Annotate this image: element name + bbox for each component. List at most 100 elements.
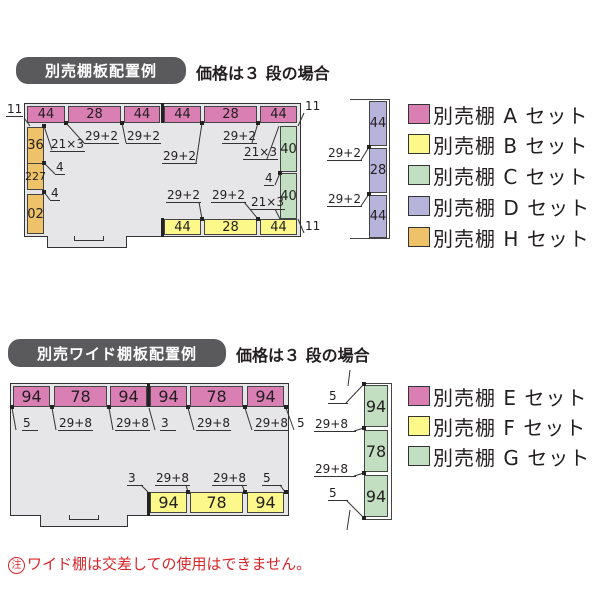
legend-swatch bbox=[408, 446, 430, 466]
shelf-h-left-1: 36 bbox=[27, 127, 44, 164]
dim-label: 29+8 bbox=[196, 416, 231, 431]
dim-label: 5 bbox=[328, 390, 348, 404]
shelf-size: 28 bbox=[222, 219, 239, 235]
dim-label: 29+2 bbox=[222, 129, 257, 144]
legend-label: 別売棚 D セット bbox=[433, 195, 591, 220]
dim-label: 3 bbox=[127, 472, 143, 486]
legend-label: 別売棚 A セット bbox=[433, 103, 589, 128]
shelf-a-top-2: 28 bbox=[68, 106, 121, 123]
shelf-size: 36 bbox=[27, 138, 44, 153]
dim-label: 29+2 bbox=[84, 129, 119, 144]
shelf-size: 44 bbox=[369, 209, 387, 224]
shelf-a-top-5: 28 bbox=[204, 106, 257, 123]
wall-post bbox=[147, 492, 150, 516]
dim-label: 29+2 bbox=[327, 146, 362, 161]
shelf-size: 28 bbox=[369, 163, 387, 178]
section1-title-badge: 別売棚板配置例 bbox=[16, 57, 186, 84]
shelf-b-bottom-3: 44 bbox=[260, 219, 297, 235]
shelf-size: 94 bbox=[255, 493, 276, 512]
legend-item-g: 別売棚 G セット bbox=[408, 444, 591, 470]
side-column-g-wall bbox=[366, 383, 392, 520]
footnote-text: ワイド棚は交差しての使用はできません。 bbox=[27, 555, 312, 573]
shelf-size: 94 bbox=[158, 387, 179, 406]
shelf-d-side-2: 28 bbox=[369, 148, 387, 193]
shelf-size: 44 bbox=[270, 107, 287, 122]
shelf-e-top-2: 78 bbox=[54, 386, 107, 407]
shelf-a-top-4: 44 bbox=[164, 106, 201, 123]
dim-label: 21×3 bbox=[250, 195, 285, 210]
section2-title-badge: 別売ワイド棚板配置例 bbox=[8, 339, 226, 367]
section1-title: 別売棚板配置例 bbox=[44, 62, 157, 80]
shelf-size: 78 bbox=[206, 387, 227, 406]
dim-label: 4 bbox=[55, 160, 65, 175]
section2-subtitle: 価格は３ 段の場合 bbox=[236, 346, 370, 365]
shelf-d-side-1: 44 bbox=[369, 101, 387, 146]
shelf-size: 78 bbox=[70, 387, 91, 406]
dim-label: 4 bbox=[264, 171, 274, 186]
dim-label: 29+8 bbox=[254, 416, 289, 431]
legend-swatch bbox=[408, 134, 430, 154]
dim-label: 5 bbox=[328, 487, 348, 501]
legend-label: 別売棚 G セット bbox=[433, 445, 591, 470]
room1-floor bbox=[24, 103, 301, 237]
room2-door-panel bbox=[69, 515, 99, 520]
shelf-size: 94 bbox=[365, 396, 387, 416]
legend-label: 別売棚 B セット bbox=[433, 133, 589, 158]
dim-label: 29+2 bbox=[126, 129, 161, 144]
shelf-f-bottom-1: 94 bbox=[150, 492, 187, 513]
dim-label: 21×3 bbox=[243, 145, 278, 160]
shelf-g-side-3: 94 bbox=[364, 475, 388, 517]
dim-label: 29+2 bbox=[166, 188, 201, 203]
shelf-size: 02 bbox=[27, 206, 44, 222]
dim-label: 29+2 bbox=[211, 188, 246, 203]
section2-title: 別売ワイド棚板配置例 bbox=[36, 344, 197, 363]
shelf-a-top-3: 44 bbox=[124, 106, 160, 123]
shelf-size: 78 bbox=[206, 493, 227, 512]
side-column-d-wall bbox=[350, 99, 390, 239]
dim-label: 5 bbox=[22, 417, 38, 431]
dim-label: 11 bbox=[305, 219, 321, 233]
dim-label: 29+8 bbox=[212, 471, 247, 486]
legend-swatch bbox=[408, 196, 430, 216]
shelf-size: 40 bbox=[280, 188, 297, 204]
dim-label: 21×3 bbox=[50, 137, 85, 152]
shelf-size: 94 bbox=[21, 387, 42, 406]
shelf-size: 44 bbox=[174, 219, 191, 235]
dim-label: 29+8 bbox=[115, 416, 150, 431]
legend-swatch bbox=[408, 386, 430, 406]
dim-label: 11 bbox=[305, 99, 321, 113]
shelf-d-side-3: 44 bbox=[369, 195, 387, 238]
legend-item-a: 別売棚 A セット bbox=[408, 102, 589, 128]
shelf-size: 44 bbox=[270, 219, 287, 235]
dim-label: 29+8 bbox=[155, 471, 190, 486]
shelf-a-top-6: 44 bbox=[260, 106, 297, 123]
legend-label: 別売棚 C セット bbox=[433, 164, 589, 189]
legend-item-d: 別売棚 D セット bbox=[408, 194, 591, 220]
shelf-f-bottom-3: 94 bbox=[247, 492, 284, 513]
shelf-e-top-6: 94 bbox=[247, 386, 284, 407]
section1-subtitle: 価格は３ 段の場合 bbox=[196, 64, 330, 83]
dim-label: 29+8 bbox=[58, 416, 93, 431]
shelf-size: 227 bbox=[25, 170, 46, 183]
legend-swatch bbox=[408, 104, 430, 124]
shelf-size: 94 bbox=[158, 493, 179, 512]
dim-label: 29+2 bbox=[162, 149, 197, 164]
shelf-c-right-2: 40 bbox=[280, 173, 297, 219]
shelf-f-bottom-2: 78 bbox=[190, 492, 243, 513]
shelf-size: 94 bbox=[255, 387, 276, 406]
shelf-size: 44 bbox=[174, 107, 191, 122]
shelf-size: 78 bbox=[365, 441, 387, 461]
shelf-size: 28 bbox=[222, 107, 239, 122]
dim-label: 29+8 bbox=[314, 463, 356, 477]
wall-post bbox=[161, 103, 164, 123]
legend-swatch bbox=[408, 165, 430, 185]
footnote: 注ワイド棚は交差しての使用はできません。 bbox=[8, 553, 311, 574]
dim-label: 4 bbox=[50, 186, 60, 201]
shelf-e-top-4: 94 bbox=[150, 386, 187, 407]
legend-label: 別売棚 H セット bbox=[433, 226, 590, 251]
room1-door bbox=[47, 236, 127, 248]
dim-label: 29+2 bbox=[327, 192, 362, 207]
room1-door-panel bbox=[74, 236, 104, 241]
shelf-size: 44 bbox=[37, 107, 55, 122]
room2-door bbox=[40, 515, 128, 527]
